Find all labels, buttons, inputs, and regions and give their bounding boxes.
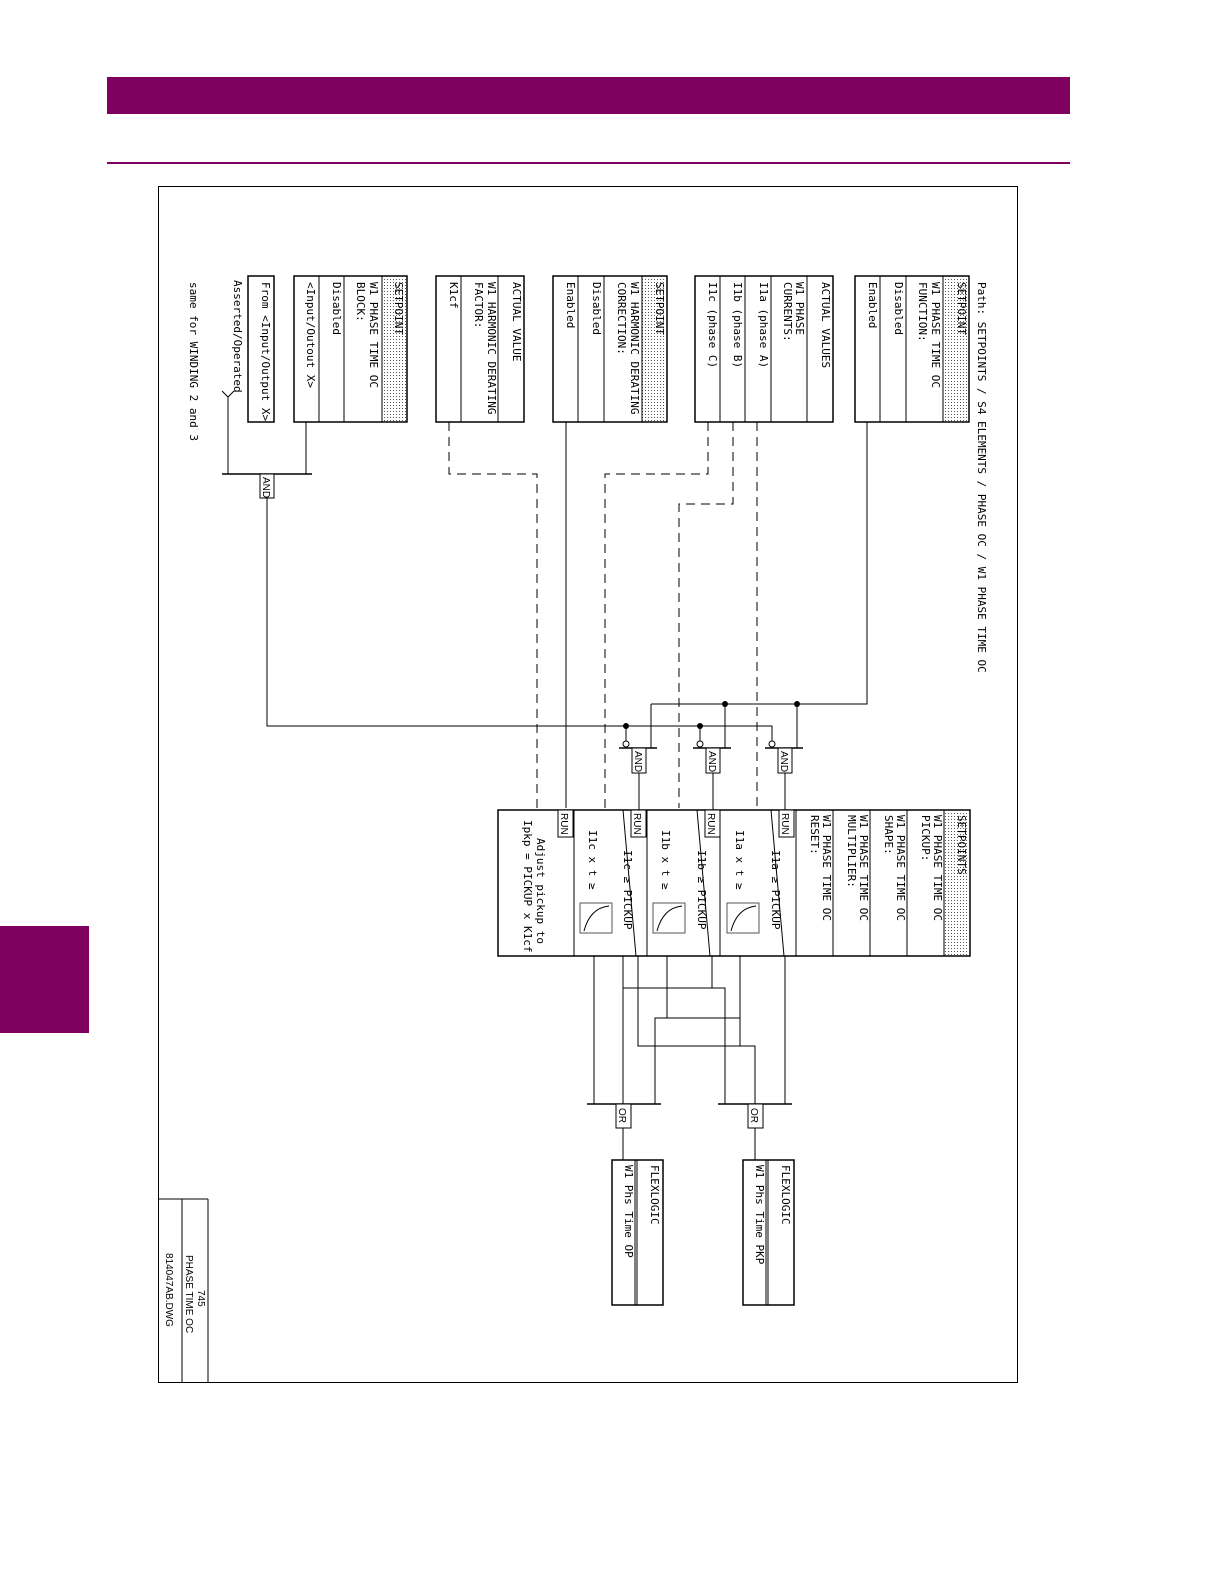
svg-text:RUN: RUN	[779, 813, 790, 835]
path-caption: Path: SETPOINTS / S4 ELEMENTS / PHASE OC…	[975, 282, 988, 673]
svg-text:From <Input/Output X>: From <Input/Output X>	[259, 282, 272, 421]
svg-text:Adjust pickup to: Adjust pickup to	[534, 838, 547, 944]
header-rule	[107, 162, 1070, 164]
svg-text:RESET:: RESET:	[808, 815, 821, 855]
svg-text:I1c ≥ PICKUP: I1c ≥ PICKUP	[621, 850, 634, 930]
svg-text:Enabled: Enabled	[564, 282, 577, 328]
or-gate-operate	[615, 1103, 632, 1129]
svg-text:ACTUAL VALUE: ACTUAL VALUE	[510, 282, 523, 361]
svg-text:W1 PHASE TIME OC: W1 PHASE TIME OC	[857, 815, 870, 921]
svg-text:PICKUP:: PICKUP:	[919, 815, 932, 861]
flexlogic-output-pickup: FLEXLOGIC W1 Phs Time PKP	[742, 1159, 795, 1306]
svg-text:SHAPE:: SHAPE:	[882, 815, 895, 855]
svg-text:I1a ≥ PICKUP: I1a ≥ PICKUP	[769, 850, 782, 930]
svg-text:ACTUAL VALUES: ACTUAL VALUES	[819, 282, 832, 368]
svg-text:CURRENTS:: CURRENTS:	[781, 282, 794, 342]
run-adjust	[557, 809, 574, 838]
svg-text:W1 PHASE: W1 PHASE	[793, 282, 806, 335]
run-phase-c	[630, 809, 647, 838]
svg-text:OR: OR	[616, 1108, 627, 1123]
function-setpoint-block: SETPOINT W1 PHASE TIME OC FUNCTION: Disa…	[854, 275, 970, 423]
svg-text:W1 PHASE TIME OC: W1 PHASE TIME OC	[929, 282, 942, 388]
svg-text:AND: AND	[260, 477, 271, 498]
inverse-curve-icon	[726, 902, 760, 934]
svg-text:<Input/Outout X>: <Input/Outout X>	[304, 282, 317, 388]
svg-text:745: 745	[195, 1290, 206, 1307]
svg-text:I1b (phase B): I1b (phase B)	[731, 282, 744, 368]
inverse-curve-icon	[579, 902, 613, 934]
phase-and-gates: AND AND AND	[619, 740, 803, 810]
svg-text:W1 PHASE TIME OC: W1 PHASE TIME OC	[931, 815, 944, 921]
from-input-block: From <Input/Output X>	[247, 275, 275, 423]
svg-text:W1 PHASE TIME OC: W1 PHASE TIME OC	[367, 282, 380, 388]
svg-text:CORRECTION:: CORRECTION:	[615, 282, 628, 355]
svg-text:RUN: RUN	[558, 813, 569, 835]
svg-text:FLEXLOGIC: FLEXLOGIC	[779, 1165, 792, 1225]
svg-text:W1 HARMONIC DERATING: W1 HARMONIC DERATING	[485, 282, 498, 414]
time-oc-element-block: SETPOINTS W1 PHASE TIME OC PICKUP: W1 PH…	[497, 809, 971, 957]
svg-text:K1cf: K1cf	[447, 282, 460, 309]
svg-text:Disabled: Disabled	[590, 282, 603, 335]
svg-text:SETPOINTS: SETPOINTS	[955, 815, 968, 875]
svg-text:W1 PHASE TIME OC: W1 PHASE TIME OC	[820, 815, 833, 921]
inverse-curve-icon	[652, 902, 686, 934]
svg-text:RUN: RUN	[705, 813, 716, 835]
svg-text:I1c (phase C): I1c (phase C)	[706, 282, 719, 368]
svg-text:W1 PHASE TIME OC: W1 PHASE TIME OC	[894, 815, 907, 921]
header-bar	[107, 77, 1070, 114]
svg-text:SETPOINT: SETPOINT	[955, 282, 968, 335]
derating-factor-block: ACTUAL VALUE W1 HARMONIC DERATING FACTOR…	[435, 275, 525, 423]
svg-text:I1c x t ≥: I1c x t ≥	[586, 830, 599, 890]
svg-text:FUNCTION:: FUNCTION:	[916, 282, 929, 342]
svg-text:I1a (phase A): I1a (phase A)	[757, 282, 770, 368]
block-setpoint-block: SETPOINT W1 PHASE TIME OC BLOCK: Disable…	[293, 275, 408, 423]
svg-text:I1b ≥ PICKUP: I1b ≥ PICKUP	[695, 850, 708, 930]
svg-text:SETPOINT: SETPOINT	[392, 282, 405, 335]
svg-text:814047AB.DWG: 814047AB.DWG	[163, 1253, 174, 1327]
svg-text:AND: AND	[706, 751, 717, 772]
svg-text:BLOCK:: BLOCK:	[354, 282, 367, 322]
same-for-note: same for WINDING 2 and 3	[187, 282, 200, 441]
or-gate-pickup	[747, 1103, 764, 1129]
flexlogic-output-operate: FLEXLOGIC W1 Phs Time OP	[611, 1159, 664, 1306]
svg-text:OR: OR	[748, 1108, 759, 1123]
asserted-label: Asserted/Operated	[231, 280, 244, 393]
svg-text:I1b x t ≥: I1b x t ≥	[659, 830, 672, 890]
svg-text:FLEXLOGIC: FLEXLOGIC	[648, 1165, 661, 1225]
title-block: 745 PHASE TIME OC 814047AB.DWG	[158, 1198, 209, 1383]
svg-text:W1 HARMONIC DERATING: W1 HARMONIC DERATING	[628, 282, 641, 414]
svg-text:Ipkp = PICKUP x K1cf: Ipkp = PICKUP x K1cf	[521, 820, 534, 952]
svg-text:Disabled: Disabled	[330, 282, 343, 335]
svg-text:I1a x t ≥: I1a x t ≥	[733, 830, 746, 890]
svg-text:MULTIPLIER:: MULTIPLIER:	[845, 815, 858, 888]
svg-text:W1 Phs Time PKP: W1 Phs Time PKP	[753, 1165, 766, 1265]
svg-text:PHASE TIME OC: PHASE TIME OC	[183, 1255, 194, 1333]
svg-text:AND: AND	[778, 751, 789, 772]
svg-text:Disabled: Disabled	[892, 282, 905, 335]
svg-text:Enabled: Enabled	[866, 282, 879, 328]
chapter-tab	[0, 926, 89, 1033]
phase-currents-block: ACTUAL VALUES W1 PHASE CURRENTS: I1a (ph…	[694, 275, 834, 423]
svg-text:RUN: RUN	[631, 813, 642, 835]
svg-text:W1 Phs Time OP: W1 Phs Time OP	[622, 1165, 635, 1258]
svg-text:SETPOINT: SETPOINT	[653, 282, 666, 335]
svg-text:AND: AND	[632, 751, 643, 772]
diagram-frame	[158, 186, 1018, 1383]
run-phase-a	[778, 809, 795, 838]
run-phase-b	[704, 809, 721, 838]
svg-text:FACTOR:: FACTOR:	[472, 282, 485, 328]
harmonic-correction-block: SETPOINT W1 HARMONIC DERATING CORRECTION…	[552, 275, 668, 423]
